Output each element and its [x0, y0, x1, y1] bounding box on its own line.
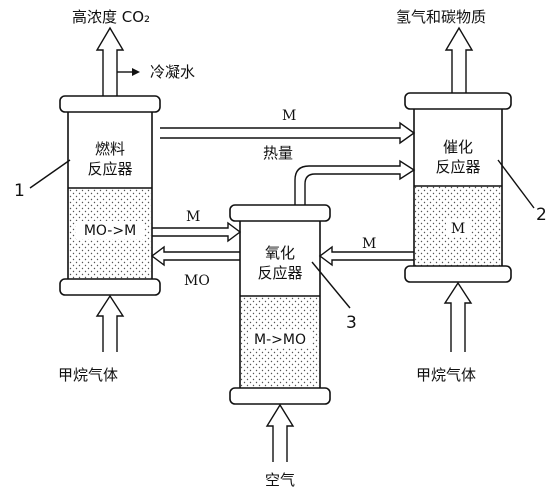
fuel-reactor-label-1: 燃料: [95, 140, 125, 158]
oxidation-reactor-label-2: 反应器: [257, 264, 302, 282]
oxidation-reactor: 氧化 反应器 M->MO: [229, 204, 331, 405]
mo-left-label: MO: [184, 273, 210, 289]
fuel-reactor-bottom-cap: [59, 278, 161, 296]
fuel-reactor-top-cap: [59, 95, 161, 113]
air-label: 空气: [265, 471, 295, 489]
methane-inlet-right-arrow: [443, 281, 473, 352]
catalytic-reactor-label-2: 反应器: [435, 158, 480, 176]
leader-line-3: [311, 261, 351, 309]
fuel-bed-label-bg: [76, 221, 144, 239]
methane-right-label: 甲烷气体: [416, 366, 476, 384]
reactor-number-1: 1: [14, 181, 25, 201]
fuel-reactor-label-2: 反应器: [87, 160, 132, 178]
oxidation-reactor-bottom-cap: [229, 387, 331, 405]
catalytic-bed-label-bg: [446, 219, 470, 237]
methane-inlet-left-arrow: [95, 294, 125, 352]
m-transfer-arrow-left: [152, 221, 242, 243]
co2-outlet-arrow: [95, 26, 140, 96]
leader-line-2: [497, 159, 535, 209]
m-left-label: M: [186, 209, 200, 225]
methane-left-label: 甲烷气体: [58, 366, 118, 384]
reactor-number-3: 3: [346, 313, 357, 333]
mo-transfer-arrow-left: [150, 245, 240, 267]
co2-output-label: 高浓度 CO₂: [72, 8, 150, 26]
heat-label: 热量: [263, 144, 293, 162]
leader-line-1: [29, 159, 71, 189]
oxidation-reactor-label-1: 氧化: [265, 244, 295, 262]
condensed-water-label: 冷凝水: [150, 63, 195, 81]
catalytic-reactor-bed-label: M: [451, 221, 465, 237]
catalytic-reactor-bottom-cap: [404, 265, 512, 283]
catalytic-reactor-label-1: 催化: [443, 138, 473, 156]
oxidation-bed-label-bg: [248, 330, 312, 348]
fuel-reactor: 燃料 反应器 MO->M: [59, 95, 161, 296]
heat-transfer-arrow: [294, 159, 416, 205]
air-inlet-arrow: [265, 403, 295, 462]
fuel-reactor-bed-label: MO->M: [84, 223, 136, 239]
m-top-label: M: [282, 108, 296, 124]
oxidation-reactor-bed-label: M->MO: [254, 332, 306, 348]
m-transfer-arrow-top: [160, 121, 416, 145]
reactor-number-2: 2: [536, 205, 547, 225]
m-transfer-arrow-right: [318, 245, 414, 267]
m-right-label: M: [362, 236, 376, 252]
hydrogen-outlet-arrow: [444, 26, 474, 93]
catalytic-reactor: 催化 反应器 M: [404, 92, 512, 283]
hydrogen-carbon-label: 氢气和碳物质: [396, 8, 486, 26]
oxidation-reactor-top-cap: [229, 204, 331, 222]
catalytic-reactor-top-cap: [404, 92, 512, 110]
